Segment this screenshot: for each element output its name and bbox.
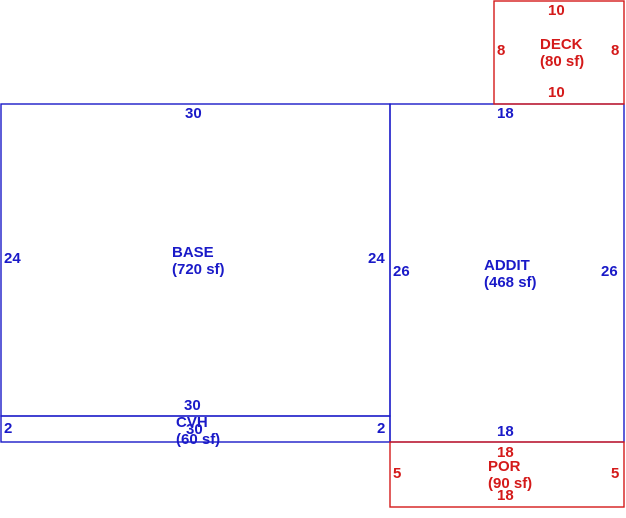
deck-left-dimension: 8: [497, 42, 505, 59]
deck-top-dimension: 10: [548, 2, 565, 19]
por-left-dimension: 5: [393, 465, 401, 482]
cvh-name-label: CVH: [176, 414, 208, 431]
por-name-label: POR: [488, 458, 521, 475]
por-right-dimension: 5: [611, 465, 619, 482]
addit-area[interactable]: 18 18 26 26 ADDIT (468 sf): [389, 103, 625, 443]
addit-name-label: ADDIT: [484, 257, 530, 274]
cvh-top-dimension: 30: [186, 421, 203, 438]
deck-area[interactable]: 10 10 8 8 DECK (80 sf): [493, 0, 625, 105]
deck-bottom-dimension: 10: [548, 84, 565, 101]
por-top-dimension: 18: [497, 444, 514, 461]
deck-area-label: (80 sf): [540, 53, 584, 70]
deck-right-dimension: 8: [611, 42, 619, 59]
cvh-right-dimension: 2: [377, 420, 385, 437]
por-outline: [389, 441, 625, 508]
base-name-label: BASE: [172, 244, 214, 261]
cvh-left-dimension: 2: [4, 420, 12, 437]
addit-top-dimension: 18: [497, 105, 514, 122]
por-area-label: (90 sf): [488, 475, 532, 492]
addit-right-dimension: 26: [601, 263, 618, 280]
addit-area-label: (468 sf): [484, 274, 537, 291]
deck-name-label: DECK: [540, 36, 583, 53]
por-bottom-dimension: 18: [497, 487, 514, 504]
deck-outline: [493, 0, 625, 105]
base-left-dimension: 24: [4, 250, 21, 267]
addit-left-dimension: 26: [393, 263, 410, 280]
por-area[interactable]: 18 18 5 5 POR (90 sf): [389, 441, 625, 508]
base-bottom-dimension: 30: [184, 397, 201, 414]
base-area-label: (720 sf): [172, 261, 225, 278]
addit-bottom-dimension: 18: [497, 423, 514, 440]
cvh-area-label: (60 sf): [176, 431, 220, 448]
base-top-dimension: 30: [185, 105, 202, 122]
base-right-dimension: 24: [368, 250, 385, 267]
